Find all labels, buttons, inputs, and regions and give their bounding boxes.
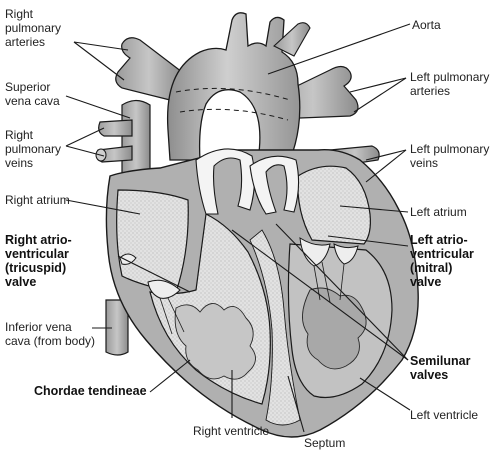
right-atrium-chamber xyxy=(116,189,189,293)
aortic-semilunar-valve xyxy=(249,155,300,215)
pulmonary-trunk-dashed-lower xyxy=(179,108,289,121)
right-ventricle-trabeculae xyxy=(174,303,256,380)
left-ventricle-trabeculae xyxy=(302,287,367,370)
label-left-av-valve: Left atrio- ventricular (mitral) valve xyxy=(410,233,474,289)
label-right-pulmonary-arteries: Right pulmonary arteries xyxy=(5,7,62,49)
pulmonary-trunk-dashed xyxy=(175,87,291,101)
label-semilunar-valves: Semilunar valves xyxy=(410,354,471,382)
aortic-arch-shape xyxy=(166,12,301,161)
label-aorta: Aorta xyxy=(412,18,441,32)
label-superior-vena-cava: Superior vena cava xyxy=(5,80,60,108)
left-atrium-chamber xyxy=(297,165,371,245)
label-inferior-vena-cava: Inferior vena cava (from body) xyxy=(5,320,96,348)
label-left-pulmonary-arteries: Left pulmonary arteries xyxy=(410,70,490,98)
tricuspid-valve-leaflets xyxy=(119,253,181,299)
right-pulmonary-arteries-shape xyxy=(115,37,183,101)
label-chordae-tendineae: Chordae tendineae xyxy=(34,384,147,398)
aorta-branch-left xyxy=(273,22,311,57)
label-left-pulmonary-veins: Left pulmonary veins xyxy=(410,142,490,170)
inferior-vena-cava-shape xyxy=(105,299,129,356)
label-right-ventricle: Right ventricle xyxy=(193,424,270,438)
label-right-pulmonary-veins: Right pulmonary veins xyxy=(5,128,62,170)
mitral-valve-leaflets xyxy=(299,237,359,267)
label-right-av-valve: Right atrio- ventricular (tricuspid) val… xyxy=(5,233,72,289)
label-left-ventricle: Left ventricle xyxy=(410,408,479,422)
label-septum: Septum xyxy=(304,436,346,450)
leader-lines xyxy=(65,23,411,433)
pulmonary-semilunar-valve xyxy=(195,148,256,215)
label-right-atrium: Right atrium xyxy=(5,193,70,207)
label-left-atrium: Left atrium xyxy=(410,205,467,219)
